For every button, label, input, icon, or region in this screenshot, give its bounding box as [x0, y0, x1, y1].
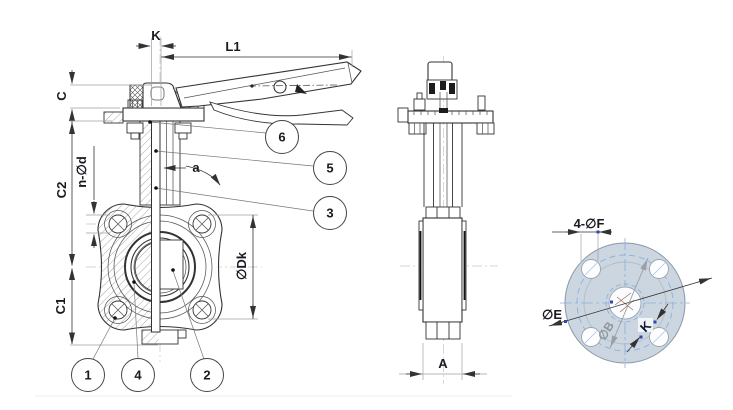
knob-centerline [248, 84, 338, 87]
dim-label-E: ∅E [542, 307, 562, 322]
dim-F: 4-∅F [552, 216, 612, 261]
dim-label-Dk: ∅Dk [234, 251, 249, 280]
callout-4: 4 [121, 358, 155, 392]
callout-1-number: 1 [84, 368, 91, 383]
dim-n-d: n-∅d [74, 146, 110, 248]
handle-hub [142, 82, 182, 109]
callout-2-number: 2 [203, 368, 210, 383]
handle-tip-fold [347, 62, 353, 84]
dim-label-C: C [54, 91, 69, 101]
lever-handle [175, 61, 362, 108]
dim-L1: L1 [161, 39, 353, 67]
leader-dot [171, 268, 175, 272]
hub-notch [150, 86, 165, 101]
dim-E: ∅E [542, 277, 713, 327]
callouts: 1 4 2 6 5 3 [71, 120, 347, 392]
leader-dot [148, 120, 152, 124]
callout-1: 1 [71, 358, 105, 392]
flange-bolt-holes [581, 259, 669, 347]
leader-dot [154, 149, 158, 153]
dim-Dk: ∅Dk [208, 214, 258, 320]
k-label-halo [638, 318, 653, 332]
dim-label-F: 4-∅F [574, 216, 605, 231]
leader-dot [132, 280, 136, 284]
neck-side [423, 123, 463, 207]
disc-edge [159, 239, 184, 290]
neck-right [159, 120, 181, 206]
dim-label-C2: C2 [54, 182, 69, 199]
callout-3-number: 3 [326, 206, 333, 221]
leader-dot [154, 186, 158, 190]
dim-label-angle: a [192, 160, 200, 175]
dim-label-n-d: n-∅d [74, 156, 89, 188]
release-knob [273, 80, 287, 94]
handle-knob-side [427, 61, 453, 82]
callout-6-number: 6 [278, 130, 285, 145]
trigger-lever [209, 101, 354, 126]
flange-view: 4-∅F ∅E ∅B K [542, 216, 713, 368]
leader-dot [250, 84, 254, 88]
front-view: K L1 C C2 [53, 28, 362, 392]
callout-5-number: 5 [326, 161, 333, 176]
dim-label-A: A [438, 356, 448, 371]
plate-serrations [413, 111, 488, 115]
dim-K: K [136, 28, 176, 106]
mounting-plate-side [397, 92, 495, 135]
flange-center-bore [605, 283, 645, 323]
dim-C1: C1 [53, 268, 158, 346]
bottom-boss-step [177, 329, 187, 339]
bottom-boss-hatch [142, 330, 159, 344]
handle-inner-line [183, 67, 346, 99]
latch-pawl [295, 84, 307, 94]
dim-label-L1: L1 [225, 39, 240, 54]
neck-left-section [139, 120, 152, 206]
top-plate [122, 107, 205, 122]
body-bolt-holes [104, 210, 216, 324]
dim-C2: C2 [54, 120, 112, 266]
dim-label-K: K [151, 28, 161, 43]
dim-A: A [399, 343, 487, 380]
callout-4-number: 4 [134, 368, 142, 383]
grip-points [564, 230, 657, 339]
valve-stem [151, 107, 161, 333]
side-view: A [397, 56, 498, 384]
leader-dot [113, 316, 117, 320]
pipe-body-side [418, 206, 467, 340]
callout-5: 5 [313, 151, 347, 185]
dim-K-flange: K [626, 303, 669, 353]
callout-2: 2 [190, 358, 224, 392]
dim-angle-a: a [163, 160, 221, 186]
packing-gland-section [129, 84, 144, 109]
dim-label-C1: C1 [53, 298, 68, 315]
mount-bracket-side [426, 79, 458, 110]
callout-3: 3 [313, 196, 347, 230]
callout-6: 6 [265, 120, 299, 154]
